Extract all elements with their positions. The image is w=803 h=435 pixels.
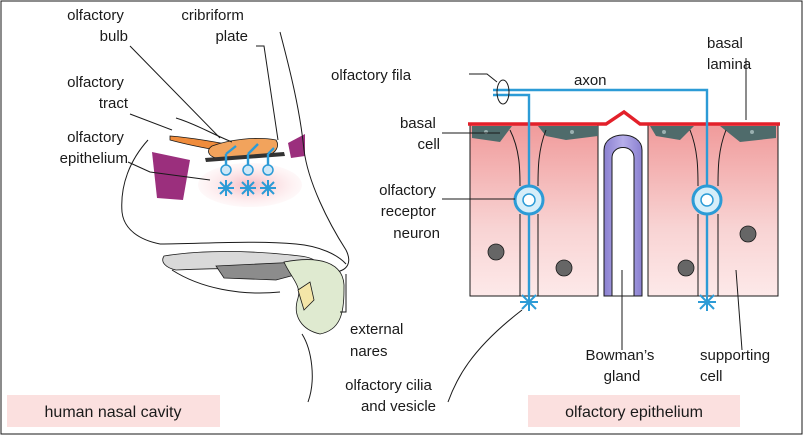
label-olfactory-receptor-neuron: olfactory receptor neuron [379, 182, 440, 242]
nasal-concha-purple [152, 152, 190, 200]
basal-cell-nucleus-4 [750, 130, 754, 134]
supporting-nucleus-2 [556, 260, 572, 276]
left-leader-lines [128, 46, 346, 402]
label-basal-lamina: basal lamina [707, 35, 752, 73]
label-olfactory-epithelium-left: olfactory epithelium [60, 129, 128, 167]
cilia-burst-1 [218, 180, 234, 196]
epithelium-illustration [468, 80, 780, 311]
label-olfactory-cilia-and-vesicle: olfactory cilia and vesicle [345, 377, 436, 415]
label-basal-cell: basal cell [400, 115, 440, 153]
cilia-burst-2 [240, 180, 256, 196]
cilia-right-2 [698, 293, 716, 311]
label-olfactory-bulb: olfactory bulb [67, 7, 128, 45]
label-cribriform-plate: cribriform plate [181, 7, 248, 45]
receptor-cell-body-3 [263, 165, 273, 175]
supporting-nucleus-4 [740, 226, 756, 242]
basal-cell-nucleus-3 [662, 130, 666, 134]
olfactory-fila-bundle [497, 80, 509, 104]
bowmans-gland-duct [612, 148, 634, 297]
caption-right: olfactory epithelium [565, 404, 703, 421]
basal-lamina-line [468, 112, 780, 124]
supporting-nucleus-1 [488, 244, 504, 260]
label-external-nares: external nares [350, 321, 408, 360]
cilia-right-1 [520, 293, 538, 311]
nasal-cavity-illustration [122, 32, 349, 334]
basal-cell-nucleus-2 [570, 130, 574, 134]
receptor-cell-body-1 [221, 165, 231, 175]
cilia-burst-3 [260, 180, 276, 196]
receptor-cell-body-2 [243, 165, 253, 175]
label-olfactory-tract: olfactory tract [67, 74, 129, 112]
label-supporting-cell: supporting cell [700, 347, 774, 385]
label-axon: axon [574, 72, 607, 89]
caption-left: human nasal cavity [45, 404, 182, 421]
label-olfactory-fila: olfactory fila [331, 67, 412, 84]
supporting-nucleus-3 [678, 260, 694, 276]
nasal-vestibule-shape [284, 260, 344, 334]
label-bowmans-gland: Bowman’s gland [585, 347, 658, 385]
